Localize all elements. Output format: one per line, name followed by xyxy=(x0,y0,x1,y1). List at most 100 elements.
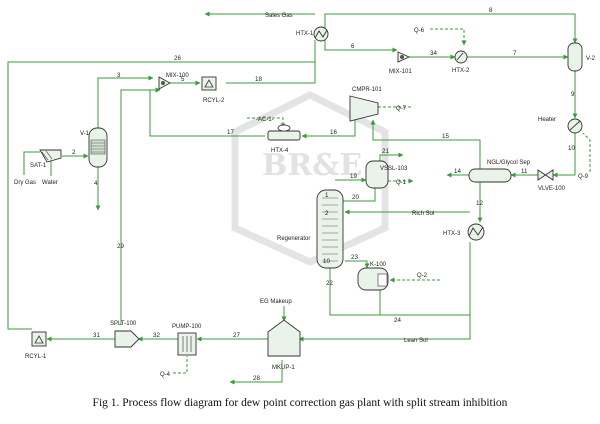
htx3-heat-exchanger[interactable] xyxy=(467,223,485,241)
mix101-mixer[interactable] xyxy=(397,51,411,63)
tray-number: 2 xyxy=(325,210,329,217)
mix100-mixer[interactable] xyxy=(158,76,171,90)
mkup1-label: MKUP-1 xyxy=(272,365,295,371)
stream-number: 28 xyxy=(253,375,260,382)
sat1-saturator[interactable] xyxy=(39,149,62,163)
stream-number: 34 xyxy=(430,50,437,57)
stream-dry-gas xyxy=(23,151,40,175)
q2-label: Q-2 xyxy=(417,273,428,279)
htx1-heat-exchanger[interactable] xyxy=(313,26,329,42)
q7-label: Q-7 xyxy=(396,106,407,112)
mkup1-makeup-unit[interactable] xyxy=(267,319,301,357)
v2-separator-vessel[interactable] xyxy=(567,42,583,72)
ac1-label: -AC-1- xyxy=(256,117,274,123)
watermark: BR&E xyxy=(231,91,389,266)
tray-number: 10 xyxy=(323,258,330,265)
htx4-label: HTX-4 xyxy=(271,148,289,154)
stream-number: 8 xyxy=(489,7,493,14)
water-label: Water xyxy=(42,180,58,186)
stream-number: 17 xyxy=(227,129,234,136)
sat1-label: SAT-1 xyxy=(30,163,47,169)
stream-number: 26 xyxy=(174,55,181,62)
stream-number: 20 xyxy=(352,194,359,201)
stream-26 xyxy=(7,40,316,330)
v2-label: V-2 xyxy=(586,56,596,62)
vssl103-label: VSSL-103 xyxy=(380,166,408,172)
mix101-label: MIX-101 xyxy=(389,69,412,75)
dry-gas-label: Dry Gas xyxy=(14,180,36,186)
stream-number: 21 xyxy=(382,148,389,155)
rcyl1-recycle[interactable] xyxy=(31,331,47,347)
mix100-label: MIX-100 xyxy=(166,73,189,79)
rcyl2-recycle[interactable] xyxy=(201,76,217,91)
stream-number: 6 xyxy=(351,43,355,50)
stream-number: 4 xyxy=(94,180,98,187)
k100-reboiler[interactable] xyxy=(357,267,389,291)
q1-label: Q-1 xyxy=(396,180,407,186)
pump100-label: PUMP-100 xyxy=(172,324,202,330)
stream-number: 3 xyxy=(117,72,121,79)
stream-number: 29 xyxy=(117,243,124,250)
stream-23 xyxy=(345,260,370,269)
htx4-air-cooler[interactable] xyxy=(267,124,301,141)
stream-number: 18 xyxy=(255,76,262,83)
stream-number: 32 xyxy=(153,332,160,339)
k100-label: K-100 xyxy=(370,262,387,268)
htx2-cooler[interactable] xyxy=(454,50,468,64)
vlve100-label: VLVE-100 xyxy=(538,186,566,192)
stream-15 xyxy=(370,119,481,169)
rich-sol-label: Rich Sol xyxy=(412,211,434,217)
stream-number: 11 xyxy=(521,168,528,175)
stream-number: 10 xyxy=(568,145,575,152)
stream-24 xyxy=(355,242,471,316)
stream-number: 19 xyxy=(350,173,357,180)
stream-number: 15 xyxy=(442,133,449,140)
q6-label: Q-6 xyxy=(414,28,425,34)
stream-number: 27 xyxy=(233,332,240,339)
heater-exchanger[interactable] xyxy=(567,118,583,134)
lean-sol-label: Lean Sol xyxy=(404,338,428,344)
rcyl1-label: RCYL-1 xyxy=(25,354,47,360)
stream-28 xyxy=(229,360,283,385)
stream-q6 xyxy=(430,28,467,46)
htx3-label: HTX-3 xyxy=(443,231,461,237)
htx2-label: HTX-2 xyxy=(452,68,470,74)
stream-number: 7 xyxy=(513,50,517,57)
q9-label: Q-9 xyxy=(578,174,589,180)
heater-label: Heater xyxy=(538,117,556,123)
vlve100-valve[interactable] xyxy=(537,169,554,181)
stream-20 xyxy=(338,188,376,204)
stream-lines xyxy=(7,11,591,385)
splt100-label: SPLT-100 xyxy=(110,321,137,327)
cmpr101-label: CMPR-101 xyxy=(352,87,382,93)
stream-6 xyxy=(324,40,398,53)
regenerator-column[interactable] xyxy=(316,189,344,269)
stream-29 xyxy=(120,87,161,325)
splt100-splitter[interactable] xyxy=(114,330,140,348)
cmpr101-compressor[interactable] xyxy=(349,95,379,122)
stream-number: 12 xyxy=(476,200,483,207)
stream-number: 22 xyxy=(326,280,333,287)
stream-8 xyxy=(324,13,578,44)
rcyl2-label: RCYL-2 xyxy=(203,98,225,104)
eg-makeup-label: EG Makeup xyxy=(260,299,292,305)
figure-caption: Fig 1. Process flow diagram for dew poin… xyxy=(92,397,508,409)
stream-labels: Sales Gas Dry Gas Water Rich Sol Lean So… xyxy=(14,7,589,382)
pump100-pump[interactable] xyxy=(177,332,197,356)
stream-number: 23 xyxy=(351,254,358,261)
stream-21 xyxy=(379,152,404,161)
tray-number: 1 xyxy=(325,192,329,199)
regenerator-label: Regenerator xyxy=(277,236,310,242)
stream-number: 24 xyxy=(394,317,401,324)
ngl-glycol-separator[interactable] xyxy=(468,168,512,183)
v1-label: V-1 xyxy=(80,131,90,137)
stream-q4 xyxy=(173,356,188,374)
v1-contactor-column[interactable] xyxy=(88,127,108,168)
ngl-label: NGL/Glycol Sep xyxy=(487,160,531,166)
stream-10 xyxy=(552,133,576,178)
vssl103-reflux-vessel[interactable] xyxy=(365,160,389,189)
stream-q9 xyxy=(582,132,591,172)
stream-16 xyxy=(301,120,356,139)
stream-3 xyxy=(97,75,154,128)
stream-number: 5 xyxy=(181,76,185,83)
